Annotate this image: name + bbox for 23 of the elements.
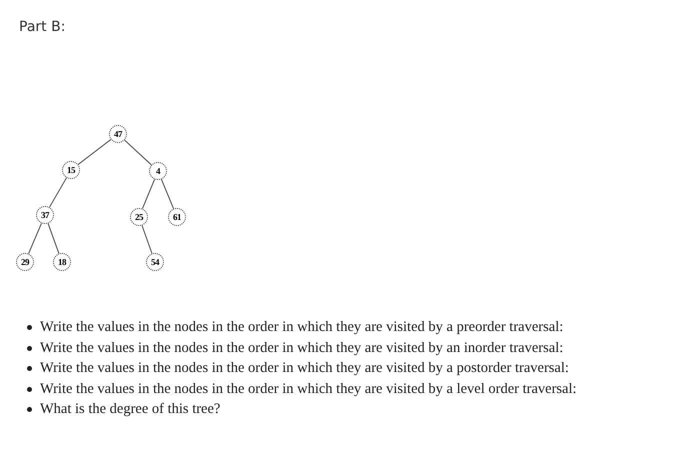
question-text: Write the values in the nodes in the order in which they are visited by an inorder traversal: [40, 340, 564, 356]
tree-edge-line [78, 139, 112, 165]
tree-edge-line [124, 140, 152, 166]
tree-node-circle: 61 [168, 208, 186, 226]
question-text: Write the values in the nodes in the order in which they are visited by a postorder traversal: [40, 360, 569, 376]
tree-edge-line [28, 222, 42, 254]
tree-edge-line [142, 178, 156, 210]
tree-node-circle: 29 [16, 253, 34, 271]
tree-edge-line [160, 178, 174, 210]
question-text: Write the values in the nodes in the order in which they are visited by a preorder traversal: [40, 319, 564, 335]
tree-edge-line [48, 223, 60, 254]
tree-node-circle: 15 [62, 161, 80, 179]
tree-node-circle: 4 [149, 162, 167, 180]
tree-node-circle: 18 [53, 253, 71, 271]
section-heading: Part B: [19, 19, 66, 35]
tree-node-circle: 37 [36, 206, 54, 224]
question-text: Write the values in the nodes in the order in which they are visited by a level order traversal: [40, 380, 577, 396]
tree-node-circle: 47 [109, 125, 127, 143]
question-text: What is the degree of this tree? [40, 401, 220, 417]
tree-node-circle: 25 [130, 208, 148, 226]
tree-edge-line [49, 177, 67, 208]
tree-node-circle: 54 [146, 253, 164, 271]
tree-edge-line [142, 225, 152, 254]
